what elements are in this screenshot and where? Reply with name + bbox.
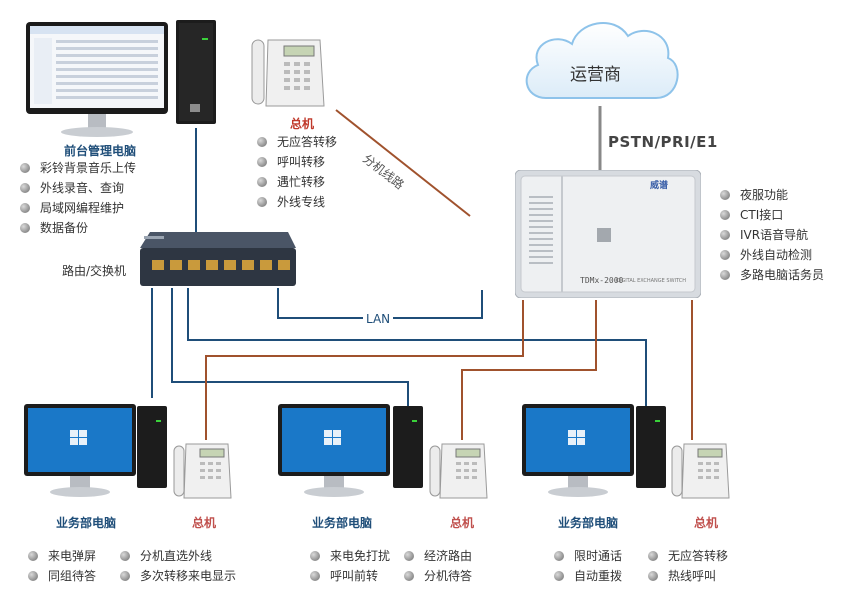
bullet-icon <box>720 230 730 240</box>
feature-item: 经济路由 <box>404 546 472 566</box>
station-3-feature-col-2: 无应答转移 热线呼叫 <box>648 546 728 586</box>
station-2-feature-col-2: 经济路由 分机待答 <box>404 546 472 586</box>
lan-line-station-2 <box>171 288 409 406</box>
pstn-label: PSTN/PRI/E1 <box>608 133 718 151</box>
station-1-pc-label: 业务部电脑 <box>56 516 117 530</box>
station-2-phone-label: 总机 <box>450 516 475 530</box>
bullet-icon <box>257 137 267 147</box>
station-1-feature-col-2: 分机直选外线 多次转移来电显示 <box>120 546 236 586</box>
feature-item: 局域网编程维护 <box>20 198 136 218</box>
bullet-icon <box>120 551 130 561</box>
feature-item: CTI接口 <box>720 205 824 225</box>
station-1-tower <box>137 406 167 492</box>
feature-item: 呼叫前转 <box>310 566 390 586</box>
feature-item: 彩铃背景音乐上传 <box>20 158 136 178</box>
carrier-label: 运营商 <box>570 65 621 85</box>
lan-line-station-3 <box>187 288 647 406</box>
front-pc-monitor <box>26 22 168 142</box>
carrier-cloud-icon <box>525 21 679 99</box>
pbx-device <box>514 169 702 302</box>
bullet-icon <box>28 571 38 581</box>
station-3-feature-col-1: 限时通话 自动重拨 <box>554 546 622 586</box>
bullet-icon <box>404 571 414 581</box>
feature-item: 无应答转移 <box>648 546 728 566</box>
station-1-monitor <box>24 404 136 502</box>
bullet-icon <box>404 551 414 561</box>
front-pc-title: 前台管理电脑 <box>64 144 137 158</box>
top-phone-title: 总机 <box>290 117 315 131</box>
bullet-icon <box>720 190 730 200</box>
bullet-icon <box>720 250 730 260</box>
pbx-brand: 威谱 <box>650 181 669 191</box>
bullet-icon <box>720 270 730 280</box>
phone-line-station-1 <box>205 300 524 440</box>
lan-label: LAN <box>363 312 394 326</box>
router-label: 路由/交换机 <box>62 264 127 278</box>
bullet-icon <box>257 157 267 167</box>
feature-item: 外线自动检测 <box>720 245 824 265</box>
feature-item: 多路电脑话务员 <box>720 265 824 285</box>
pbx-subtitle: DIGITAL EXCHANGE SWITCH <box>616 278 686 284</box>
station-2-monitor <box>278 404 390 502</box>
feature-item: 外线专线 <box>257 192 337 212</box>
bullet-icon <box>20 223 30 233</box>
station-2-pc-label: 业务部电脑 <box>312 516 373 530</box>
station-2-phone-icon <box>428 442 488 504</box>
pbx-feature-list: 夜服功能 CTI接口 IVR语音导航 外线自动检测 多路电脑话务员 <box>720 185 824 285</box>
station-3-phone-icon <box>670 442 730 504</box>
feature-item: 分机待答 <box>404 566 472 586</box>
bullet-icon <box>28 551 38 561</box>
top-phone-icon <box>250 36 326 114</box>
feature-item: 热线呼叫 <box>648 566 728 586</box>
bullet-icon <box>257 177 267 187</box>
feature-item: 呼叫转移 <box>257 152 337 172</box>
feature-item: 遇忙转移 <box>257 172 337 192</box>
front-pc-tower <box>176 20 216 128</box>
station-3-tower <box>636 406 666 492</box>
station-1-phone-label: 总机 <box>192 516 217 530</box>
station-3-monitor <box>522 404 634 502</box>
feature-item: 夜服功能 <box>720 185 824 205</box>
feature-item: 限时通话 <box>554 546 622 566</box>
bullet-icon <box>554 551 564 561</box>
front-pc-feature-list: 彩铃背景音乐上传 外线录音、查询 局域网编程维护 数据备份 <box>20 158 136 238</box>
bullet-icon <box>310 551 320 561</box>
feature-item: 分机直选外线 <box>120 546 236 566</box>
feature-item: 数据备份 <box>20 218 136 238</box>
station-2-feature-col-1: 来电免打扰 呼叫前转 <box>310 546 390 586</box>
feature-item: 多次转移来电显示 <box>120 566 236 586</box>
station-1-phone-icon <box>172 442 232 504</box>
top-phone-feature-list: 无应答转移 呼叫转移 遇忙转移 外线专线 <box>257 132 337 212</box>
feature-item: 同组待答 <box>28 566 96 586</box>
feature-item: 外线录音、查询 <box>20 178 136 198</box>
feature-item: 来电弹屏 <box>28 546 96 566</box>
bullet-icon <box>648 571 658 581</box>
bullet-icon <box>257 197 267 207</box>
station-3-pc-label: 业务部电脑 <box>558 516 619 530</box>
bullet-icon <box>120 571 130 581</box>
ext-line-top-phone <box>335 109 471 217</box>
bullet-icon <box>554 571 564 581</box>
feature-item: 自动重拨 <box>554 566 622 586</box>
station-3-phone-label: 总机 <box>694 516 719 530</box>
bullet-icon <box>20 163 30 173</box>
feature-item: IVR语音导航 <box>720 225 824 245</box>
bullet-icon <box>648 551 658 561</box>
bullet-icon <box>20 183 30 193</box>
station-1-feature-col-1: 来电弹屏 同组待答 <box>28 546 96 586</box>
pbx-model: TDMx-2000 <box>580 276 624 285</box>
feature-item: 无应答转移 <box>257 132 337 152</box>
phone-line-station-2 <box>461 300 597 440</box>
bullet-icon <box>720 210 730 220</box>
bullet-icon <box>20 203 30 213</box>
bullet-icon <box>310 571 320 581</box>
station-2-tower <box>393 406 423 492</box>
feature-item: 来电免打扰 <box>310 546 390 566</box>
router-switch-icon <box>138 232 298 294</box>
